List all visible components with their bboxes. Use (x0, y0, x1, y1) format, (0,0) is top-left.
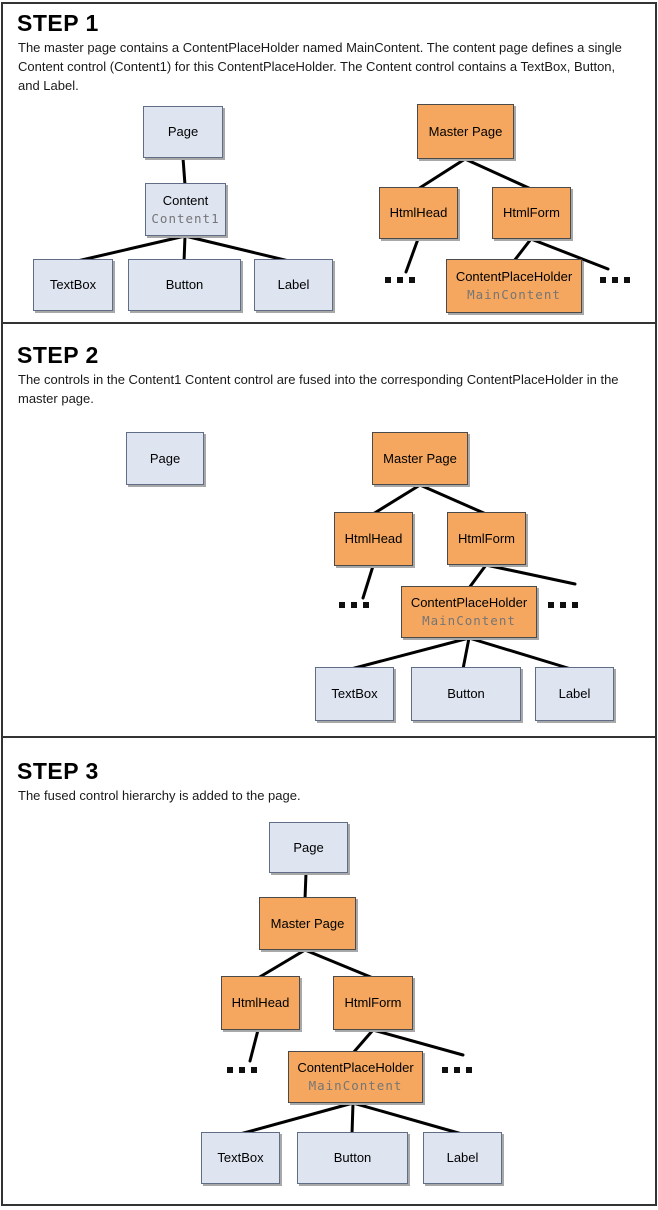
ellipsis-icon (442, 1067, 472, 1073)
node-id-label: MainContent (422, 613, 516, 628)
node-label: Label (446, 1150, 479, 1165)
node-html-head: HtmlHead (334, 512, 413, 566)
node-label: Page (149, 450, 181, 466)
step-title: STEP 1 (17, 10, 99, 36)
node-page: Page (143, 106, 223, 158)
node-label: Button (447, 686, 485, 701)
node-label: Label (558, 686, 591, 701)
node-content-placeholder: ContentPlaceHolder MainContent (401, 586, 537, 638)
node-id-label: Content1 (151, 210, 220, 226)
step-description: The master page contains a ContentPlaceH… (18, 40, 622, 93)
node-master-page: Master Page (372, 432, 468, 485)
ellipsis-icon (227, 1067, 257, 1073)
step-title: STEP 2 (17, 342, 99, 368)
node-master-page: Master Page (259, 897, 356, 950)
node-master-page: Master Page (417, 104, 514, 159)
node-id-label: MainContent (308, 1078, 403, 1093)
node-label: Label (277, 277, 310, 292)
tree-connectors (71, 156, 610, 274)
step-description: The controls in the Content1 Content con… (18, 372, 619, 406)
tree-connectors (238, 871, 465, 1136)
node-label: TextBox (331, 686, 378, 701)
node-label: Page (167, 124, 199, 139)
node-label: Content (162, 192, 209, 208)
node-label-control: Label (423, 1132, 502, 1184)
step-2-panel: STEP 2 The controls in the Content1 Cont… (1, 322, 657, 738)
ellipsis-icon (600, 277, 630, 283)
node-page: Page (126, 432, 204, 485)
node-label: ContentPlaceHolder (297, 1060, 414, 1075)
node-textbox: TextBox (315, 667, 394, 721)
ellipsis-icon (339, 602, 369, 608)
node-label: ContentPlaceHolder (410, 595, 528, 610)
node-label: TextBox (217, 1150, 264, 1165)
node-label: Master Page (270, 915, 345, 931)
node-html-head: HtmlHead (379, 187, 458, 239)
node-content-placeholder: ContentPlaceHolder MainContent (446, 259, 582, 313)
node-label-control: Label (535, 667, 614, 721)
node-label: HtmlForm (344, 995, 402, 1010)
node-label: Page (293, 839, 324, 855)
ellipsis-icon (548, 602, 578, 608)
node-content: Content Content1 (145, 183, 226, 236)
step-1-panel: STEP 1 The master page contains a Conten… (1, 2, 657, 324)
node-button: Button (297, 1132, 408, 1184)
node-button: Button (411, 667, 521, 721)
node-textbox: TextBox (33, 259, 113, 311)
node-label: Master Page (428, 123, 503, 139)
node-label: TextBox (49, 277, 97, 292)
step-title: STEP 3 (17, 758, 99, 784)
node-html-head: HtmlHead (221, 976, 300, 1030)
node-html-form: HtmlForm (492, 187, 571, 239)
node-button: Button (128, 259, 241, 311)
step-description: The fused control hierarchy is added to … (18, 788, 301, 803)
node-label: ContentPlaceHolder (455, 269, 573, 284)
tree-connectors (349, 483, 577, 671)
node-label: Button (333, 1150, 372, 1165)
node-label-control: Label (254, 259, 333, 311)
node-label: HtmlHead (344, 531, 403, 546)
node-textbox: TextBox (201, 1132, 280, 1184)
node-label: HtmlHead (231, 995, 290, 1010)
node-label: HtmlForm (502, 205, 561, 220)
node-id-label: MainContent (467, 287, 561, 302)
node-label: HtmlHead (389, 205, 448, 220)
node-page: Page (269, 822, 348, 873)
node-label: Button (165, 277, 204, 292)
node-html-form: HtmlForm (333, 976, 413, 1030)
node-label: HtmlForm (457, 530, 516, 546)
node-label: Master Page (383, 450, 457, 466)
step-3-panel: STEP 3 The fused control hierarchy is ad… (1, 736, 657, 1206)
ellipsis-icon (385, 277, 415, 283)
node-content-placeholder: ContentPlaceHolder MainContent (288, 1051, 423, 1103)
node-html-form: HtmlForm (447, 512, 526, 565)
